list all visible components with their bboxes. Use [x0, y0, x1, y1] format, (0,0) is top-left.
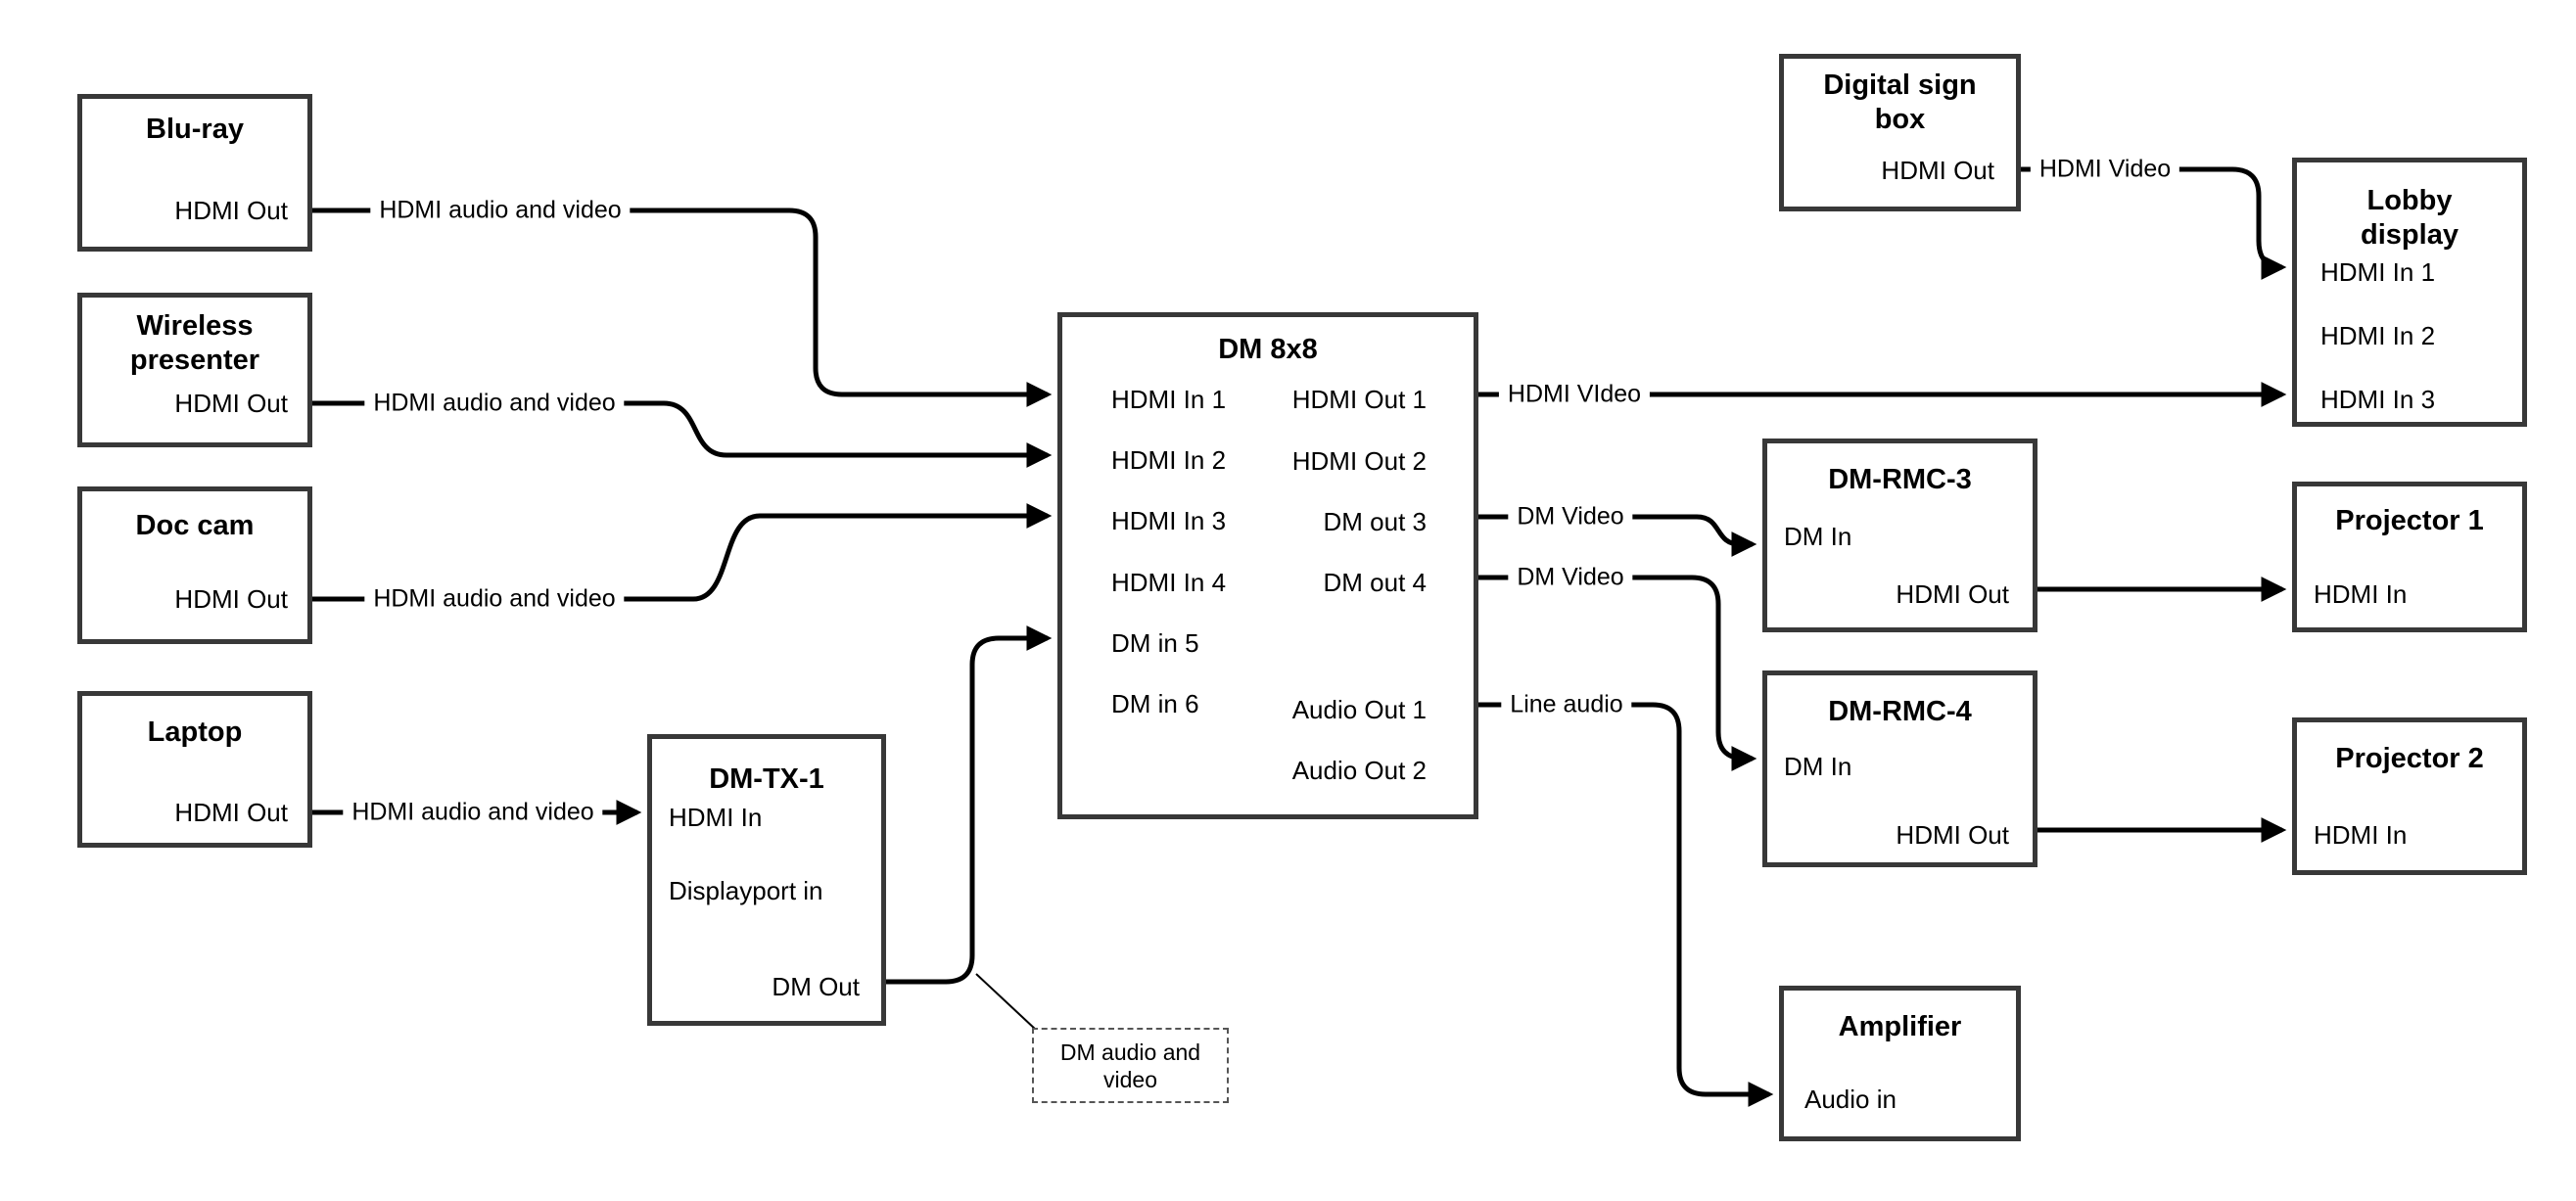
wire-label-line-audio: Line audio [1501, 690, 1632, 719]
bluray-title: Blu-ray [146, 114, 244, 145]
dm-8x8-port-dm-in-5: DM in 5 [1111, 628, 1199, 658]
dm-8x8-port-hdmi-out-1: HDMI Out 1 [1291, 385, 1427, 414]
dm-8x8-port-hdmi-in-4: HDMI In 4 [1111, 568, 1227, 597]
dm-audio-video-note: DM audio and video [1032, 1028, 1229, 1103]
wire-label-dm-video-out4: DM Video [1508, 563, 1633, 592]
doc-cam-box: Doc cam HDMI Out [77, 486, 312, 644]
dm-tx-1-port-dm-out: DM Out [772, 972, 860, 1001]
wire-bluray-to-dm8x8-in1 [312, 208, 1053, 407]
dm-rmc-4-title: DM-RMC-4 [1828, 696, 1972, 727]
dm-rmc-3-port-dm-in: DM In [1784, 522, 1852, 551]
note-leader-line [975, 973, 1037, 1031]
dm-rmc-4-port-hdmi-out: HDMI Out [1896, 820, 2009, 850]
lobby-display-box: Lobby display HDMI In 1 HDMI In 2 HDMI I… [2292, 158, 2527, 427]
laptop-port-hdmi-out: HDMI Out [174, 798, 288, 827]
dm-tx-1-port-hdmi-in: HDMI In [669, 803, 763, 832]
bluray-port-hdmi-out: HDMI Out [174, 196, 288, 225]
projector-1-title: Projector 1 [2335, 505, 2484, 536]
wire-label-laptop: HDMI audio and video [343, 798, 603, 827]
dm-rmc-3-port-hdmi-out: HDMI Out [1896, 579, 2009, 609]
wireless-presenter-title: Wireless presenter [129, 310, 260, 376]
laptop-box: Laptop HDMI Out [77, 691, 312, 848]
wire-label-doccam: HDMI audio and video [364, 584, 625, 614]
projector-2-title: Projector 2 [2335, 743, 2484, 774]
projector-1-box: Projector 1 HDMI In [2292, 482, 2527, 632]
amplifier-port-audio-in: Audio in [1804, 1085, 1897, 1114]
projector-1-port-hdmi-in: HDMI In [2314, 579, 2408, 609]
dm-8x8-port-hdmi-in-2: HDMI In 2 [1111, 445, 1227, 475]
dm-8x8-port-dm-in-6: DM in 6 [1111, 689, 1199, 718]
dm-8x8-title: DM 8x8 [1218, 334, 1318, 365]
dm-8x8-port-audio-out-1: Audio Out 1 [1291, 695, 1427, 724]
wire-label-wireless: HDMI audio and video [364, 389, 625, 418]
bluray-box: Blu-ray HDMI Out [77, 94, 312, 252]
dm-rmc-4-box: DM-RMC-4 DM In HDMI Out [1762, 670, 2037, 867]
dm-8x8-port-hdmi-in-1: HDMI In 1 [1111, 385, 1227, 414]
projector-2-port-hdmi-in: HDMI In [2314, 820, 2408, 850]
wire-digitalsign-to-lobby-in1 [2021, 166, 2287, 280]
amplifier-box: Amplifier Audio in [1779, 986, 2021, 1141]
wire-label-bluray: HDMI audio and video [370, 196, 631, 225]
digital-sign-port-hdmi-out: HDMI Out [1881, 156, 1994, 185]
wire-wireless-to-dm8x8-in2 [312, 400, 1053, 468]
digital-sign-box: Digital sign box HDMI Out [1779, 54, 2021, 211]
digital-sign-title: Digital sign box [1823, 69, 1977, 135]
dm-rmc-3-box: DM-RMC-3 DM In HDMI Out [1762, 439, 2037, 632]
amplifier-title: Amplifier [1838, 1011, 1962, 1042]
lobby-display-title: Lobby display [2361, 185, 2459, 251]
dm-8x8-port-dm-out-3: DM out 3 [1323, 507, 1428, 536]
dm-rmc-4-port-dm-in: DM In [1784, 752, 1852, 781]
laptop-title: Laptop [147, 716, 243, 748]
dm-8x8-port-audio-out-2: Audio Out 2 [1291, 756, 1427, 785]
dm-tx-1-title: DM-TX-1 [709, 763, 824, 795]
wire-dm8x8-out4-to-rmc4 [1478, 575, 1757, 771]
lobby-port-hdmi-in-2: HDMI In 2 [2320, 321, 2436, 350]
dm-8x8-port-dm-out-4: DM out 4 [1323, 568, 1428, 597]
dm-8x8-box: DM 8x8 HDMI In 1 HDMI In 2 HDMI In 3 HDM… [1057, 312, 1478, 819]
wire-label-dm-video-out3: DM Video [1508, 502, 1633, 531]
wireless-port-hdmi-out: HDMI Out [174, 389, 288, 418]
dm-tx-1-box: DM-TX-1 HDMI In Displayport in DM Out [647, 734, 886, 1026]
wire-label-digitalsign: HDMI Video [2030, 155, 2180, 184]
wire-dm8x8-audio1-to-amplifier [1478, 702, 1774, 1107]
lobby-port-hdmi-in-3: HDMI In 3 [2320, 385, 2436, 414]
wire-dm8x8-out3-to-rmc3 [1478, 514, 1757, 557]
dm-8x8-port-hdmi-out-2: HDMI Out 2 [1291, 446, 1427, 476]
doc-cam-port-hdmi-out: HDMI Out [174, 584, 288, 614]
wire-label-hdmi-video-out1: HDMI VIdeo [1498, 380, 1651, 409]
dm-tx-1-port-displayport-in: Displayport in [669, 876, 823, 905]
dm-rmc-3-title: DM-RMC-3 [1828, 464, 1972, 495]
projector-2-box: Projector 2 HDMI In [2292, 717, 2527, 875]
doc-cam-title: Doc cam [135, 510, 255, 541]
lobby-port-hdmi-in-1: HDMI In 1 [2320, 257, 2436, 287]
wire-doccam-to-dm8x8-in3 [312, 503, 1053, 602]
dm-8x8-port-hdmi-in-3: HDMI In 3 [1111, 506, 1227, 535]
wire-dmtx1-to-dm8x8-in5 [886, 625, 1053, 985]
wireless-presenter-box: Wireless presenter HDMI Out [77, 293, 312, 447]
